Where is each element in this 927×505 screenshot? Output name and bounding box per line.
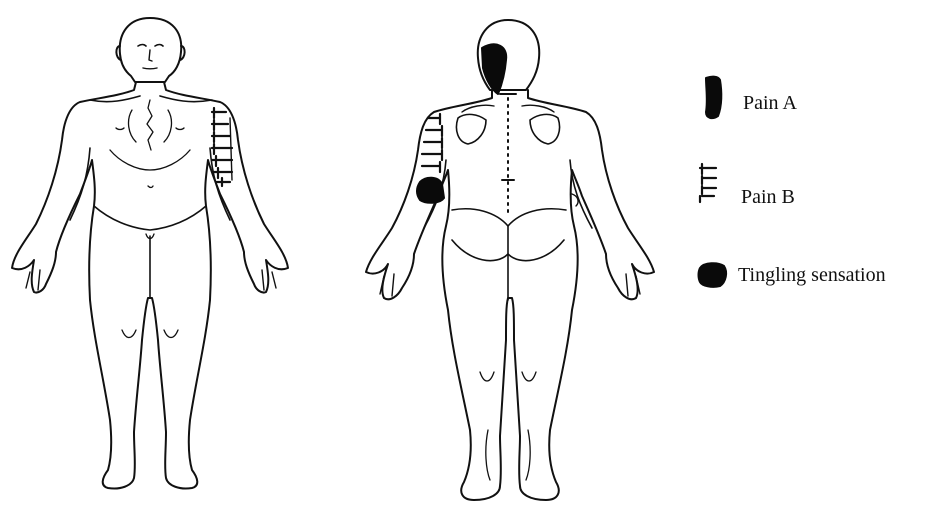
back-body-outline — [366, 90, 654, 500]
pain-b-legend-icon — [700, 164, 716, 202]
tingling-legend-icon — [699, 263, 727, 287]
legend-label-pain-b: Pain B — [741, 186, 795, 209]
legend-icons — [699, 77, 727, 287]
back-pain-a-region — [482, 44, 506, 94]
front-body-figure — [12, 18, 288, 489]
front-pain-b-marks — [212, 108, 232, 186]
back-body-figure — [366, 20, 654, 500]
legend-label-pain-a: Pain A — [743, 92, 797, 115]
back-tingling-region — [417, 178, 444, 203]
pain-a-legend-icon — [706, 77, 721, 118]
legend-label-tingling: Tingling sensation — [738, 264, 886, 287]
